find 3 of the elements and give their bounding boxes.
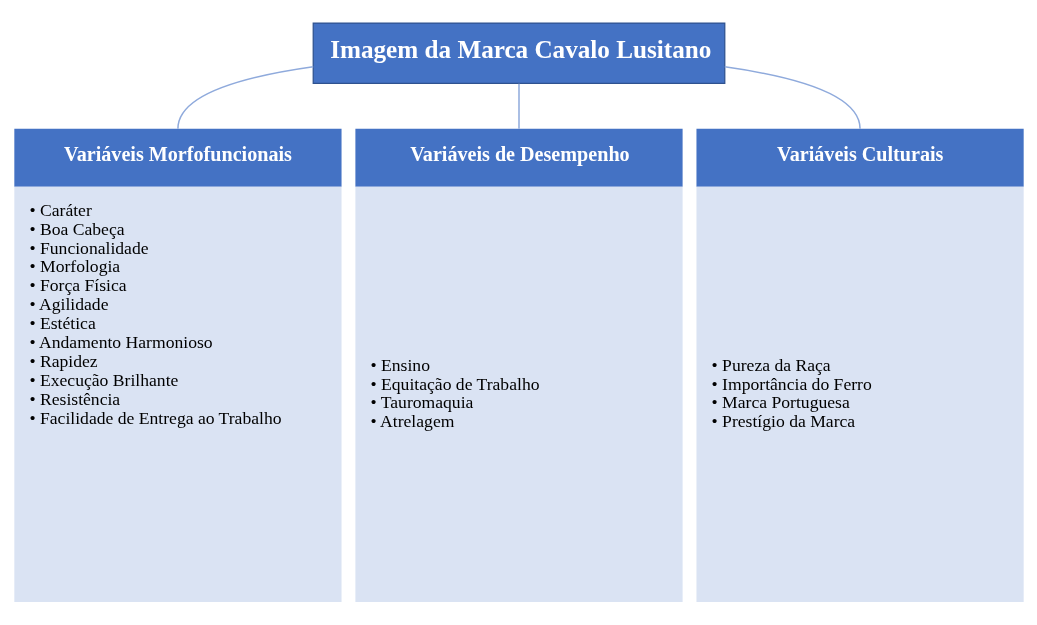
connector [723, 66, 861, 130]
connector [517, 83, 520, 130]
connector [176, 66, 314, 130]
